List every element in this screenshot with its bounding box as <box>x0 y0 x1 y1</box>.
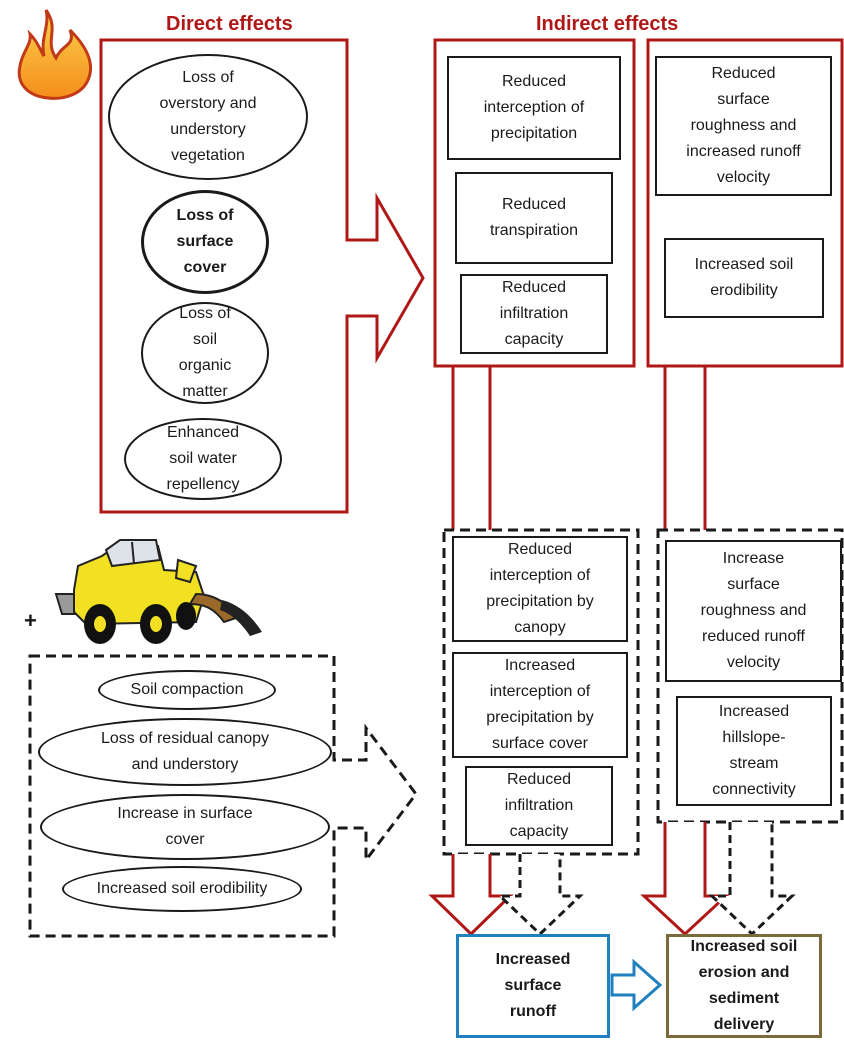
indirect-effect-label: Reduced infiltration capacity <box>499 279 569 348</box>
outcome-label: Increased soil erosion and sediment deli… <box>690 938 798 1033</box>
outcome-surface-runoff: Increased surface runoff <box>456 934 610 1038</box>
harvest-effect-surface-cover: Increase in surface cover <box>40 794 330 860</box>
harvest-arrows-to-erosion <box>708 822 796 937</box>
harvest-direct-frame <box>28 654 418 938</box>
harvest-effect-label: Increase in surface cover <box>117 805 253 848</box>
direct-effect-organic-matter-loss: Loss of soil organic matter <box>141 302 269 404</box>
indirect-effect-label: Reduced transpiration <box>489 196 579 239</box>
harvest-effect-soil-compaction: Soil compaction <box>98 670 276 710</box>
indirect-effect-label: Reduced interception of precipitation by… <box>486 541 594 636</box>
outcome-soil-erosion: Increased soil erosion and sediment deli… <box>666 934 822 1038</box>
harvest-effect-label: Loss of residual canopy and understory <box>100 730 270 773</box>
fire-indirect-right-frame <box>646 38 844 368</box>
fire-indirect-infiltration: Reduced infiltration capacity <box>460 274 608 354</box>
direct-effects-heading: Direct effects <box>166 13 293 35</box>
direct-effect-label: Enhanced soil water repellency <box>166 424 240 493</box>
harvest-effect-label: Increased soil erodibility <box>96 880 268 897</box>
runoff-to-erosion-arrow <box>610 958 663 1012</box>
direct-effect-surface-cover-loss: Loss of surface cover <box>141 190 269 294</box>
direct-effect-vegetation-loss: Loss of overstory and understory vegetat… <box>108 54 308 180</box>
fire-indirect-transpiration: Reduced transpiration <box>455 172 613 264</box>
direct-effects-frame <box>99 38 425 514</box>
indirect-effect-label: Increase surface roughness and reduced r… <box>700 550 807 671</box>
indirect-effect-label: Increased hillslope- stream connectivity <box>712 703 796 798</box>
harvest-indirect-surface-interception: Increased interception of precipitation … <box>452 652 628 758</box>
harvest-effect-erodibility: Increased soil erodibility <box>62 866 302 912</box>
harvest-indirect-canopy-interception: Reduced interception of precipitation by… <box>452 536 628 642</box>
logging-machine-icon <box>54 539 262 644</box>
outcome-label: Increased surface runoff <box>495 951 571 1020</box>
harvest-effect-label: Soil compaction <box>130 681 244 698</box>
fire-arrows-to-erosion <box>640 822 730 937</box>
harvest-arrows-to-runoff <box>496 854 584 937</box>
harvest-indirect-infiltration: Reduced infiltration capacity <box>465 766 613 846</box>
indirect-effect-label: Reduced interception of precipitation <box>483 73 585 142</box>
harvest-indirect-roughness: Increase surface roughness and reduced r… <box>665 540 842 682</box>
indirect-effect-label: Reduced surface roughness and increased … <box>686 65 801 186</box>
fire-indirect-erodibility: Increased soil erodibility <box>664 238 824 318</box>
fire-icon <box>17 9 93 100</box>
harvest-effect-canopy-loss: Loss of residual canopy and understory <box>38 718 332 786</box>
fire-indirect-interception: Reduced interception of precipitation <box>447 56 621 160</box>
direct-effect-label: Loss of soil organic matter <box>178 305 232 400</box>
direct-effect-label: Loss of surface cover <box>176 207 234 276</box>
indirect-effect-label: Reduced infiltration capacity <box>504 771 574 840</box>
indirect-effect-label: Increased interception of precipitation … <box>486 657 594 752</box>
fire-arrows-to-runoff <box>428 854 514 937</box>
fire-indirect-left-frame <box>433 38 636 368</box>
indirect-effect-label: Increased soil erodibility <box>694 256 794 299</box>
fire-indirect-roughness: Reduced surface roughness and increased … <box>655 56 832 196</box>
direct-effect-label: Loss of overstory and understory vegetat… <box>159 69 257 164</box>
harvest-indirect-connectivity: Increased hillslope- stream connectivity <box>676 696 832 806</box>
direct-effect-water-repellency: Enhanced soil water repellency <box>124 418 282 500</box>
indirect-effects-heading: Indirect effects <box>536 13 679 35</box>
plus-sign: + <box>24 608 37 633</box>
